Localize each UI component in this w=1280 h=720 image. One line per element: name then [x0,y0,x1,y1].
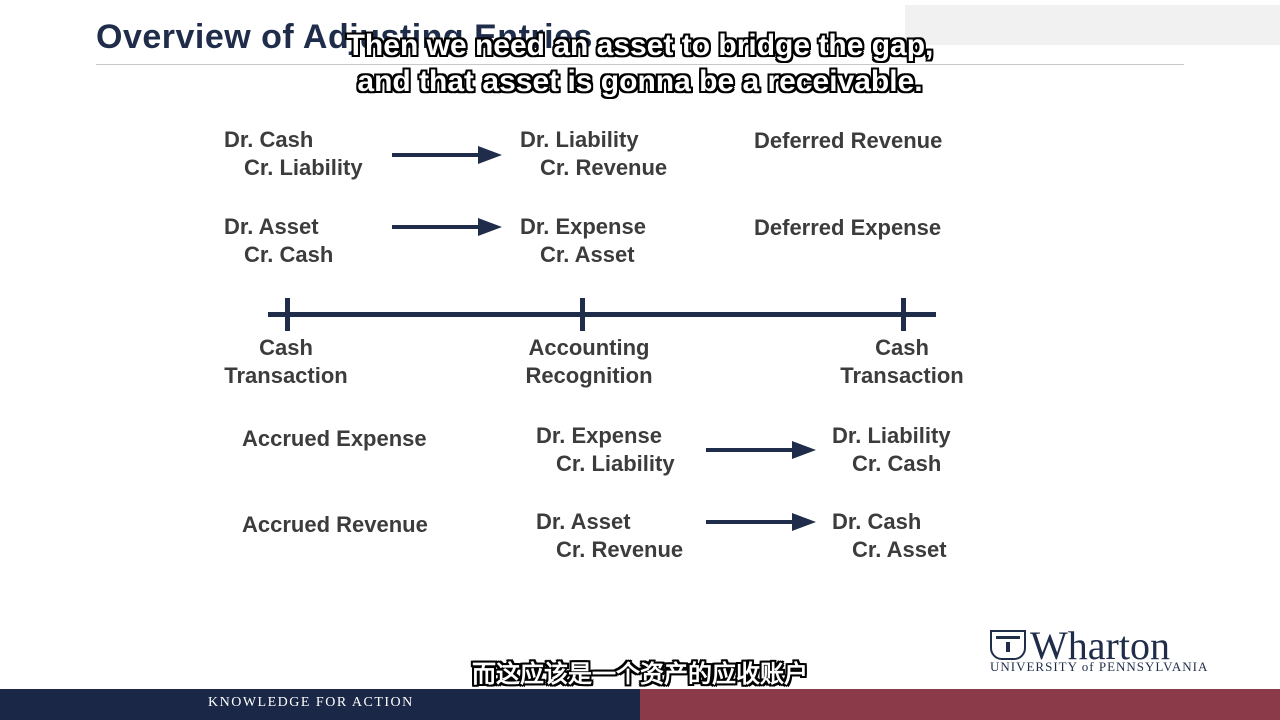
deferred-expense-cash-entry: Dr. Asset Cr. Cash [224,213,333,269]
arrow-right-icon [706,440,816,460]
accrued-expense-cash-entry: Dr. Liability Cr. Cash [832,422,951,478]
entry-debit: Dr. Liability [832,423,951,448]
timeline-label-line: Recognition [525,363,653,388]
deferred-revenue-label: Deferred Revenue [754,128,943,153]
caption-line: Then we need an asset to bridge the gap, [346,29,934,62]
accrued-expense-label: Accrued Expense [242,426,427,451]
deferred-expense-recognition-entry: Dr. Expense Cr. Asset [520,213,646,269]
timeline-label-line: Transaction [224,363,348,388]
entry-debit: Dr. Asset [224,214,319,239]
timeline-tick-right [901,298,906,331]
arrow-right-icon [392,145,502,165]
timeline-label-cash-transaction-left: Cash Transaction [206,334,366,390]
timeline-label-line: Cash [259,335,313,360]
accrued-expense-recognition-entry: Dr. Expense Cr. Liability [536,422,675,478]
entry-credit: Cr. Liability [556,451,675,476]
footer-tagline: KNOWLEDGE FOR ACTION [208,695,414,710]
footer-bar-navy [0,689,640,720]
entry-debit: Dr. Expense [536,423,662,448]
timeline-label-accounting-recognition: Accounting Recognition [504,334,674,390]
entry-debit: Dr. Cash [832,509,922,534]
entry-debit: Dr. Expense [520,214,646,239]
accrued-revenue-cash-entry: Dr. Cash Cr. Asset [832,508,947,564]
video-caption-english: Then we need an asset to bridge the gap,… [290,28,990,100]
wharton-logo-subtitle: UNIVERSITY of PENNSYLVANIA [990,659,1209,674]
timeline-label-cash-transaction-right: Cash Transaction [822,334,982,390]
entry-credit: Cr. Cash [244,242,334,267]
entry-debit: Dr. Cash [224,127,314,152]
timeline-tick-middle [580,298,585,331]
video-caption-chinese: 而这应该是一个资产的应收账户 [472,661,808,688]
arrow-right-icon [392,217,502,237]
deferred-revenue-recognition-entry: Dr. Liability Cr. Revenue [520,126,667,182]
wharton-logo: Wharton [1030,623,1170,668]
timeline-label-line: Transaction [840,363,964,388]
deferred-expense-label: Deferred Expense [754,215,942,240]
timeline-tick-left [285,298,290,331]
slide-title: Overview of Adjusting Entries [96,18,593,56]
entry-credit: Cr. Revenue [540,155,668,180]
accrued-revenue-label: Accrued Revenue [242,512,428,537]
deferred-revenue-cash-entry: Dr. Cash Cr. Liability [224,126,363,182]
timeline-label-line: Cash [875,335,929,360]
entry-debit: Dr. Asset [536,509,631,534]
caption-line: and that asset is gonna be a receivable. [357,65,923,98]
penn-shield-icon [990,630,1026,660]
entry-credit: Cr. Asset [540,242,635,267]
entry-credit: Cr. Asset [852,537,947,562]
timeline-line [268,312,936,317]
accrued-revenue-recognition-entry: Dr. Asset Cr. Revenue [536,508,683,564]
arrow-right-icon [706,512,816,532]
entry-credit: Cr. Revenue [556,537,684,562]
entry-credit: Cr. Liability [244,155,363,180]
top-right-bar [905,5,1280,45]
entry-credit: Cr. Cash [852,451,942,476]
entry-debit: Dr. Liability [520,127,639,152]
timeline-label-line: Accounting [528,335,650,360]
footer-bar-burgundy [640,689,1280,720]
title-divider [96,64,1184,65]
